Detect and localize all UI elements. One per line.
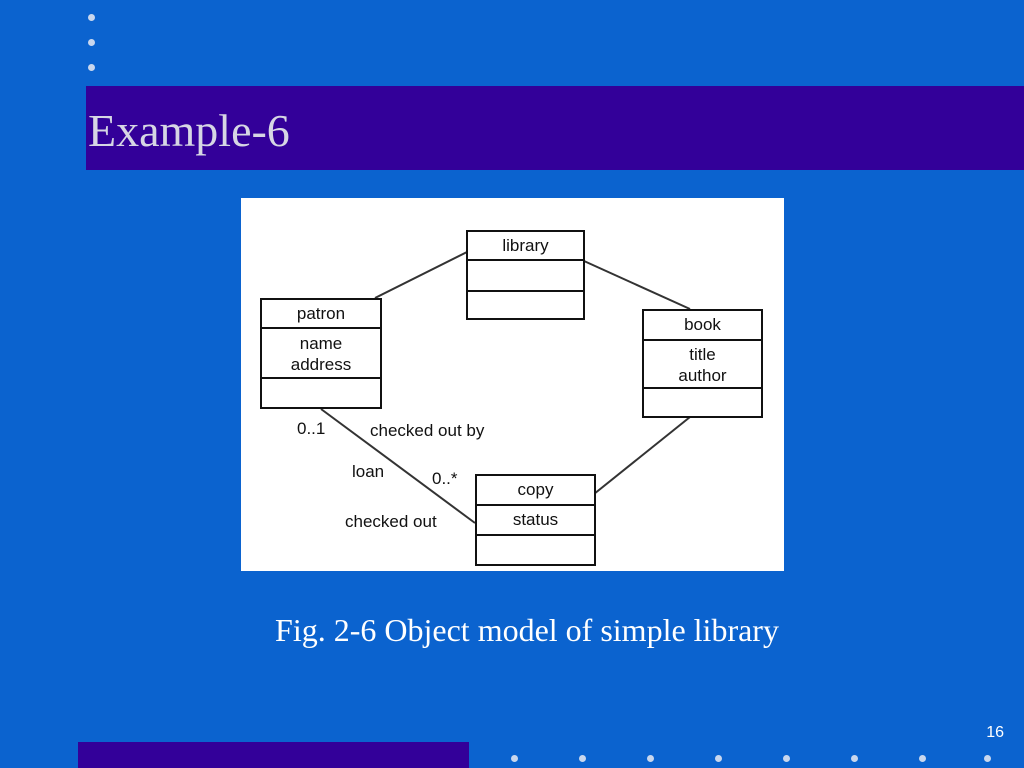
class-operations: [468, 292, 583, 318]
object-model-diagram: library patron name address book title a…: [241, 198, 784, 571]
class-library: library: [466, 230, 585, 320]
attribute-address: address: [290, 355, 352, 374]
class-attributes: [468, 261, 583, 292]
role-checked-out: checked out: [345, 512, 437, 531]
class-attributes: title author: [644, 341, 761, 389]
decorative-dot: [579, 755, 586, 762]
decorative-dot: [647, 755, 654, 762]
decorative-dot: [88, 64, 95, 71]
decorative-dot: [715, 755, 722, 762]
association-name-loan: loan: [352, 462, 385, 481]
bottom-bar: [78, 742, 469, 768]
decorative-dot: [919, 755, 926, 762]
decorative-dot: [984, 755, 991, 762]
title-bar: Example-6: [86, 86, 1024, 170]
class-name: book: [644, 311, 761, 341]
class-copy: copy status: [475, 474, 596, 566]
association-book-copy: [593, 416, 691, 495]
association-lines: [320, 251, 691, 524]
class-patron: patron name address: [260, 298, 382, 409]
class-name: patron: [262, 300, 380, 329]
association-library-patron: [374, 251, 468, 299]
decorative-dot: [511, 755, 518, 762]
attribute-author: author: [678, 366, 727, 385]
class-attributes: status: [477, 506, 594, 536]
figure-caption: Fig. 2-6 Object model of simple library: [275, 612, 779, 648]
class-book: book title author: [642, 309, 763, 418]
class-attributes: name address: [262, 329, 380, 379]
decorative-dot: [851, 755, 858, 762]
attribute-title: title: [689, 345, 716, 364]
page-number: 16: [986, 724, 1004, 741]
class-name: library: [468, 232, 583, 261]
attribute-status: status: [512, 510, 559, 529]
class-operations: [644, 389, 761, 416]
role-checked-out-by: checked out by: [370, 421, 485, 440]
decorative-dot: [783, 755, 790, 762]
association-library-book: [583, 260, 691, 310]
decorative-dot: [88, 14, 95, 21]
multiplicity-copy: 0..*: [432, 469, 458, 488]
slide-title: Example-6: [88, 105, 290, 156]
decorative-dot: [88, 39, 95, 46]
class-operations: [477, 536, 594, 564]
multiplicity-patron: 0..1: [297, 419, 326, 438]
association-patron-copy: [320, 408, 476, 524]
class-name: copy: [477, 476, 594, 506]
attribute-name: name: [299, 334, 343, 353]
class-operations: [262, 379, 380, 407]
